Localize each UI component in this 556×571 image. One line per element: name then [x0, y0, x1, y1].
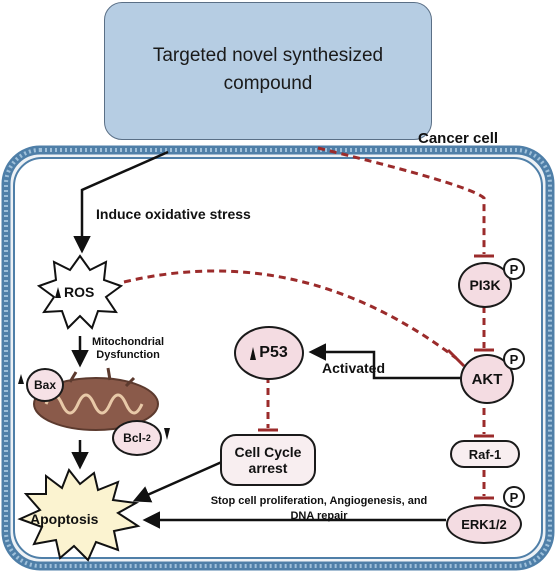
bcl2-prefix: Bcl- — [123, 431, 146, 445]
bax-up-arrow-icon — [18, 374, 24, 384]
bcl2-node: Bcl-2 — [112, 420, 162, 456]
mitochondrion-icon — [33, 367, 159, 431]
akt-label: AKT — [471, 370, 503, 388]
mito-line2: Dysfunction — [96, 349, 160, 361]
cancer-cell-label: Cancer cell — [418, 130, 499, 147]
ros-akt-inhibition — [123, 269, 457, 360]
erk-phospho-label: P — [509, 489, 519, 505]
p53-label: P53 — [259, 344, 288, 361]
ros-label: ROS — [55, 284, 94, 300]
cell-cycle-arrest-node: Cell Cycle arrest — [220, 434, 316, 486]
erk-phospho-badge: P — [503, 486, 525, 508]
raf1-node: Raf-1 — [450, 440, 520, 468]
erk-node: ERK1/2 — [446, 504, 522, 544]
cell-cycle-line1: Cell Cycle — [234, 444, 302, 460]
activated-label: Activated — [322, 360, 386, 376]
p53-node: P53 — [234, 326, 304, 380]
compound-pi3k-inhibition — [317, 146, 486, 254]
pi3k-label: PI3K — [469, 277, 501, 293]
compound-box — [104, 2, 432, 140]
ros-starburst-icon — [36, 254, 124, 330]
apoptosis-starburst-icon — [17, 468, 141, 562]
bax-node: Bax — [26, 368, 64, 402]
up-arrow-icon — [55, 286, 61, 298]
inhibition-lines — [123, 146, 486, 496]
compound-label: Targeted novel synthesized compound — [104, 42, 432, 98]
pi3k-phospho-label: P — [509, 261, 519, 277]
mito-dysfunction-label: Mitochondrial Dysfunction — [92, 336, 164, 362]
akt-phospho-label: P — [509, 351, 519, 367]
pi3k-phospho-badge: P — [503, 258, 525, 280]
compound-line2: compound — [223, 73, 313, 94]
bcl2-down-arrow-icon — [164, 428, 170, 440]
inhibition-bars — [258, 254, 494, 500]
bax-label: Bax — [33, 378, 56, 392]
stop-line1: Stop cell proliferation, Angiogenesis, a… — [210, 495, 428, 507]
bcl2-sub: 2 — [145, 433, 151, 443]
induce-oxidative-stress-label: Induce oxidative stress — [96, 206, 251, 222]
apoptosis-label: Apoptosis — [30, 511, 99, 527]
akt-node: AKT — [460, 354, 514, 404]
stop-line2: DNA repair — [290, 510, 348, 522]
ros-text: ROS — [64, 284, 95, 300]
stop-proliferation-label: Stop cell proliferation, Angiogenesis, a… — [184, 494, 454, 524]
compound-line1: Targeted novel synthesized — [152, 45, 384, 66]
cellcycle-to-apoptosis-arrow — [132, 459, 225, 503]
cell-cycle-line2: arrest — [248, 460, 288, 476]
akt-to-p53-arrow — [308, 343, 462, 380]
akt-phospho-badge: P — [503, 348, 525, 370]
p53-up-arrow-icon — [250, 346, 257, 360]
erk-label: ERK1/2 — [461, 516, 507, 532]
raf1-label: Raf-1 — [468, 446, 502, 462]
mito-line1: Mitochondrial — [92, 336, 165, 348]
compound-to-ros-arrow — [73, 150, 169, 254]
